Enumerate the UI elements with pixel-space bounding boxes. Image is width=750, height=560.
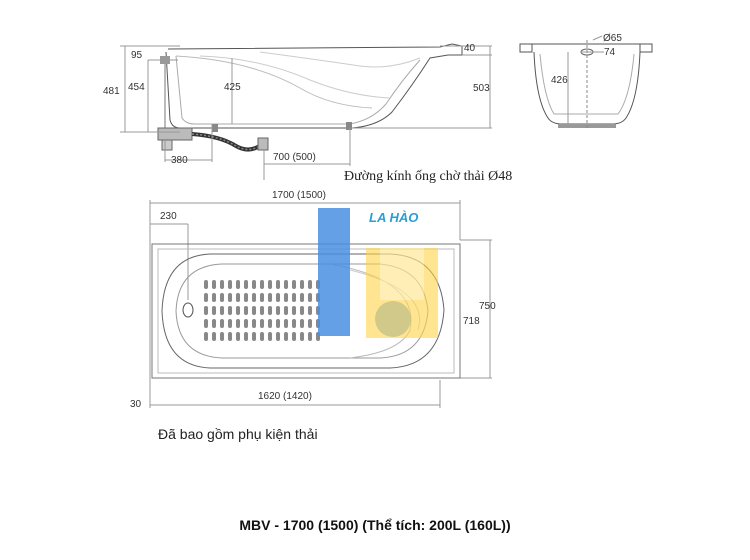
dim-30: 30 [130,399,142,410]
dim-380: 380 [171,155,188,166]
dim-718: 718 [463,316,480,327]
dim-454: 454 [128,82,145,93]
dim-1620: 1620 (1420) [258,391,312,402]
dim-426: 426 [551,75,568,86]
dim-diameter-65: Ø65 [603,33,622,44]
watermark-brand-text: LA HÀO [369,210,418,225]
dim-700: 700 (500) [273,152,316,163]
dim-481: 481 [103,86,120,97]
dim-95: 95 [131,50,143,61]
dim-74: 74 [604,47,616,58]
pipe-diameter-label: Đường kính ống chờ thải Ø48 [344,169,512,184]
dim-750: 750 [479,301,496,312]
la-hao-logo [318,208,438,338]
accessories-note: Đã bao gồm phụ kiện thải [158,426,318,442]
end-view [519,35,653,128]
dim-1700: 1700 (1500) [272,190,326,201]
dim-40: 40 [464,43,476,54]
dim-425: 425 [224,82,241,93]
anti-slip-pattern [204,280,320,341]
dim-503: 503 [473,83,490,94]
product-caption: MBV - 1700 (1500) (Thể tích: 200L (160L)… [239,517,511,533]
side-view [120,43,492,180]
dim-230: 230 [160,211,177,222]
